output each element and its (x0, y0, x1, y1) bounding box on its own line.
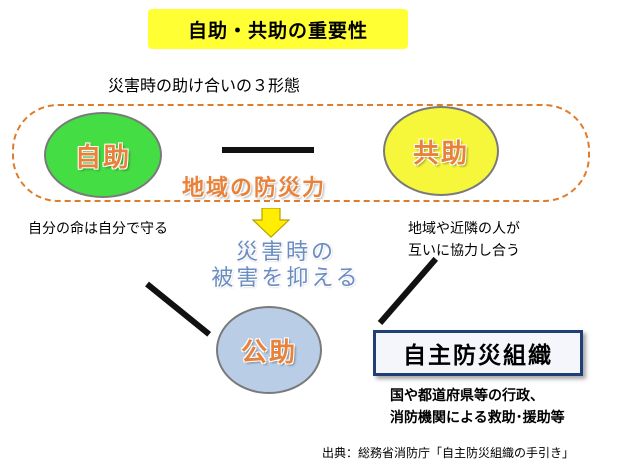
goal-line2: 被害を抑える (211, 266, 361, 291)
community-region-outline (12, 104, 590, 202)
public-help-label: 公助 (240, 337, 297, 368)
subtitle: 災害時の助け合いの３形態 (108, 76, 301, 95)
down-arrow-icon (252, 208, 290, 238)
goal-text: 災害時の 被害を抑える (186, 240, 386, 292)
connector-self-mutual (222, 147, 314, 153)
mutual-help-note: 地域や近隣の人が 互いに協力し合う (408, 218, 520, 262)
goal-line1: 災害時の (235, 240, 336, 265)
mutual-help-note-line2: 互いに協力し合う (408, 243, 520, 259)
voluntary-disaster-org-label: 自主防災組織 (403, 343, 553, 369)
mutual-help-note-line1: 地域や近隣の人が (408, 221, 520, 237)
page-title: 自助・共助の重要性 (187, 19, 368, 42)
public-help-note: 国や都道府県等の行政、 消防機関による救助･援助等 (390, 385, 565, 429)
public-help-note-line1: 国や都道府県等の行政、 (390, 388, 544, 404)
connector-mutual-organization (377, 256, 439, 325)
self-help-label: 自助 (74, 142, 131, 173)
self-help-node: 自助 (44, 112, 162, 198)
public-help-node: 公助 (216, 306, 322, 394)
self-help-note: 自分の命は自分で守る (28, 221, 168, 237)
source-citation: 出典：総務省消防庁「自主防災組織の手引き」 (322, 446, 575, 460)
voluntary-disaster-org-box: 自主防災組織 (373, 330, 583, 376)
public-help-note-line2: 消防機関による救助･援助等 (390, 410, 565, 426)
mutual-help-node: 共助 (383, 106, 499, 196)
title-banner: 自助・共助の重要性 (148, 9, 408, 49)
mutual-help-label: 共助 (412, 138, 469, 169)
community-resilience-label: 地域の防災力 (182, 176, 327, 201)
